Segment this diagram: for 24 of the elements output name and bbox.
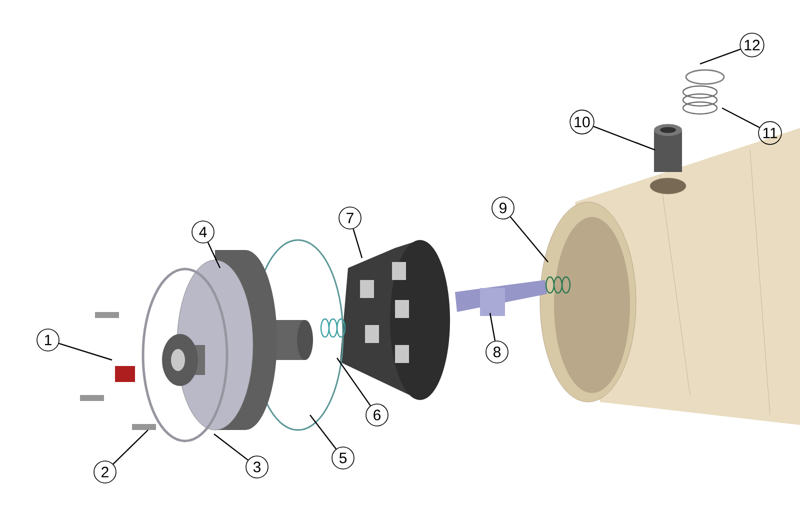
callout-number: 11 [758,121,782,145]
leader-line [352,228,363,258]
callout-number: 12 [740,32,764,58]
leader-line [489,312,496,341]
leader-line [336,358,371,406]
leader-line [510,216,548,262]
callout-number: 9 [492,196,514,220]
callout-number: 10 [570,110,594,134]
leader-line [58,342,112,361]
callout-number: 3 [246,456,268,478]
leader-line [700,48,741,65]
leader-line [112,430,148,464]
callout-number: 8 [486,340,508,364]
callout-number: 4 [192,220,214,244]
leader-line [214,434,248,461]
leader-line [207,242,221,268]
leader-line [593,126,656,151]
callout-number: 5 [332,446,354,470]
callout-number: 1 [36,328,60,352]
leader-line [310,414,337,450]
callout-number: 2 [94,460,116,484]
leader-line [722,107,760,128]
callout-number: 6 [366,404,388,426]
callout-number: 7 [338,206,362,230]
